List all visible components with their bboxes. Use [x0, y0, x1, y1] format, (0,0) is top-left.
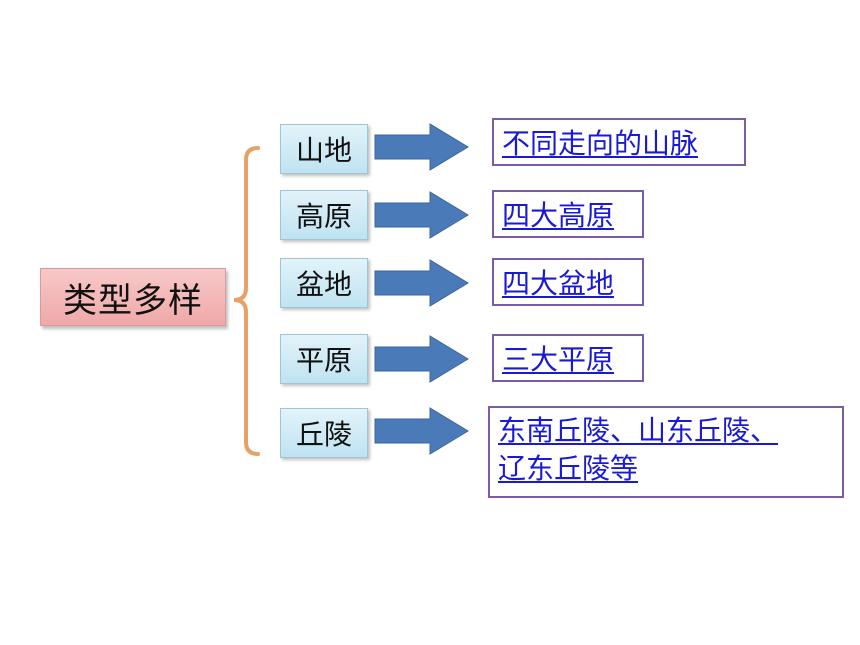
right-arrow-icon — [374, 407, 469, 455]
category-label: 丘陵 — [295, 418, 352, 451]
category-label: 盆地 — [295, 268, 352, 301]
category-box-mountain: 山地 — [280, 124, 368, 174]
detail-link-line[interactable]: 东南丘陵、山东丘陵、 — [498, 414, 779, 447]
right-arrow-icon — [374, 123, 469, 171]
root-topic-box: 类型多样 — [40, 268, 226, 326]
bracket-connector — [233, 146, 260, 456]
right-arrow-icon — [374, 259, 469, 307]
detail-link-box-basin[interactable]: 四大盆地 — [492, 258, 644, 306]
detail-link-box-mountain[interactable]: 不同走向的山脉 — [492, 118, 746, 166]
detail-link-line[interactable]: 辽东丘陵等 — [498, 452, 639, 485]
detail-link-box-hills[interactable]: 东南丘陵、山东丘陵、 辽东丘陵等 — [488, 406, 844, 498]
detail-link-box-plain[interactable]: 三大平原 — [492, 334, 644, 382]
category-box-plateau: 高原 — [280, 190, 368, 240]
detail-link-basin[interactable]: 四大盆地 — [502, 267, 615, 300]
detail-link-box-plateau[interactable]: 四大高原 — [492, 190, 644, 238]
root-topic-label: 类型多样 — [63, 280, 203, 321]
detail-link-hills[interactable]: 东南丘陵、山东丘陵、 辽东丘陵等 — [498, 412, 778, 488]
right-arrow-icon — [374, 335, 469, 383]
detail-link-plain[interactable]: 三大平原 — [502, 343, 615, 376]
detail-link-plateau[interactable]: 四大高原 — [502, 199, 615, 232]
right-arrow-icon — [374, 191, 469, 239]
category-label: 平原 — [295, 344, 352, 377]
category-box-hills: 丘陵 — [280, 408, 368, 458]
detail-link-mountain[interactable]: 不同走向的山脉 — [502, 127, 699, 160]
category-label: 山地 — [295, 134, 352, 167]
category-box-basin: 盆地 — [280, 258, 368, 308]
category-box-plain: 平原 — [280, 334, 368, 384]
category-label: 高原 — [295, 200, 352, 233]
